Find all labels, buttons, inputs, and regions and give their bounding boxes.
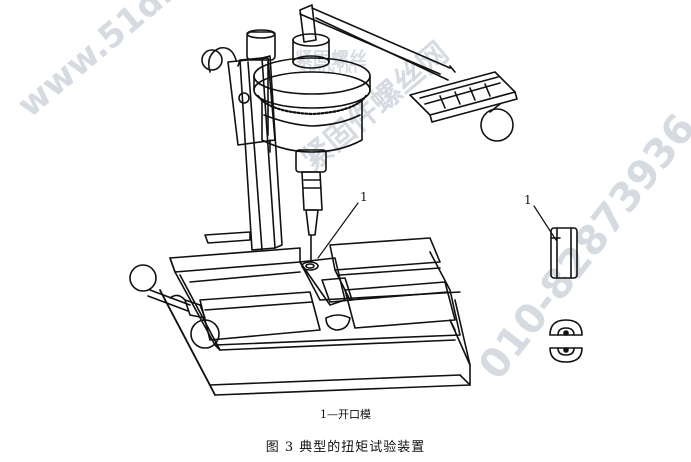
drill-head xyxy=(201,46,276,146)
column xyxy=(204,29,283,251)
specimen-split-view xyxy=(549,319,583,363)
center-jaw xyxy=(299,257,353,331)
torque-dial xyxy=(253,33,371,173)
figure-legend: 1—开口模 xyxy=(320,408,371,421)
callout-number-side: 1 xyxy=(524,193,532,207)
callout-number-main: 1 xyxy=(360,190,368,204)
watermark-logo-sub: SHUNTRI xyxy=(300,66,360,76)
spindle-chuck xyxy=(301,171,323,263)
vise-body xyxy=(169,237,461,351)
figure-caption: 图 3 典型的扭矩试验装置 xyxy=(265,440,426,455)
specimen-side-view xyxy=(550,227,578,279)
vise-handle xyxy=(129,264,220,349)
callout-leader-main xyxy=(317,202,359,259)
callout-leader-side xyxy=(533,205,557,241)
lever-arm xyxy=(299,4,518,142)
base-plate xyxy=(159,289,471,396)
